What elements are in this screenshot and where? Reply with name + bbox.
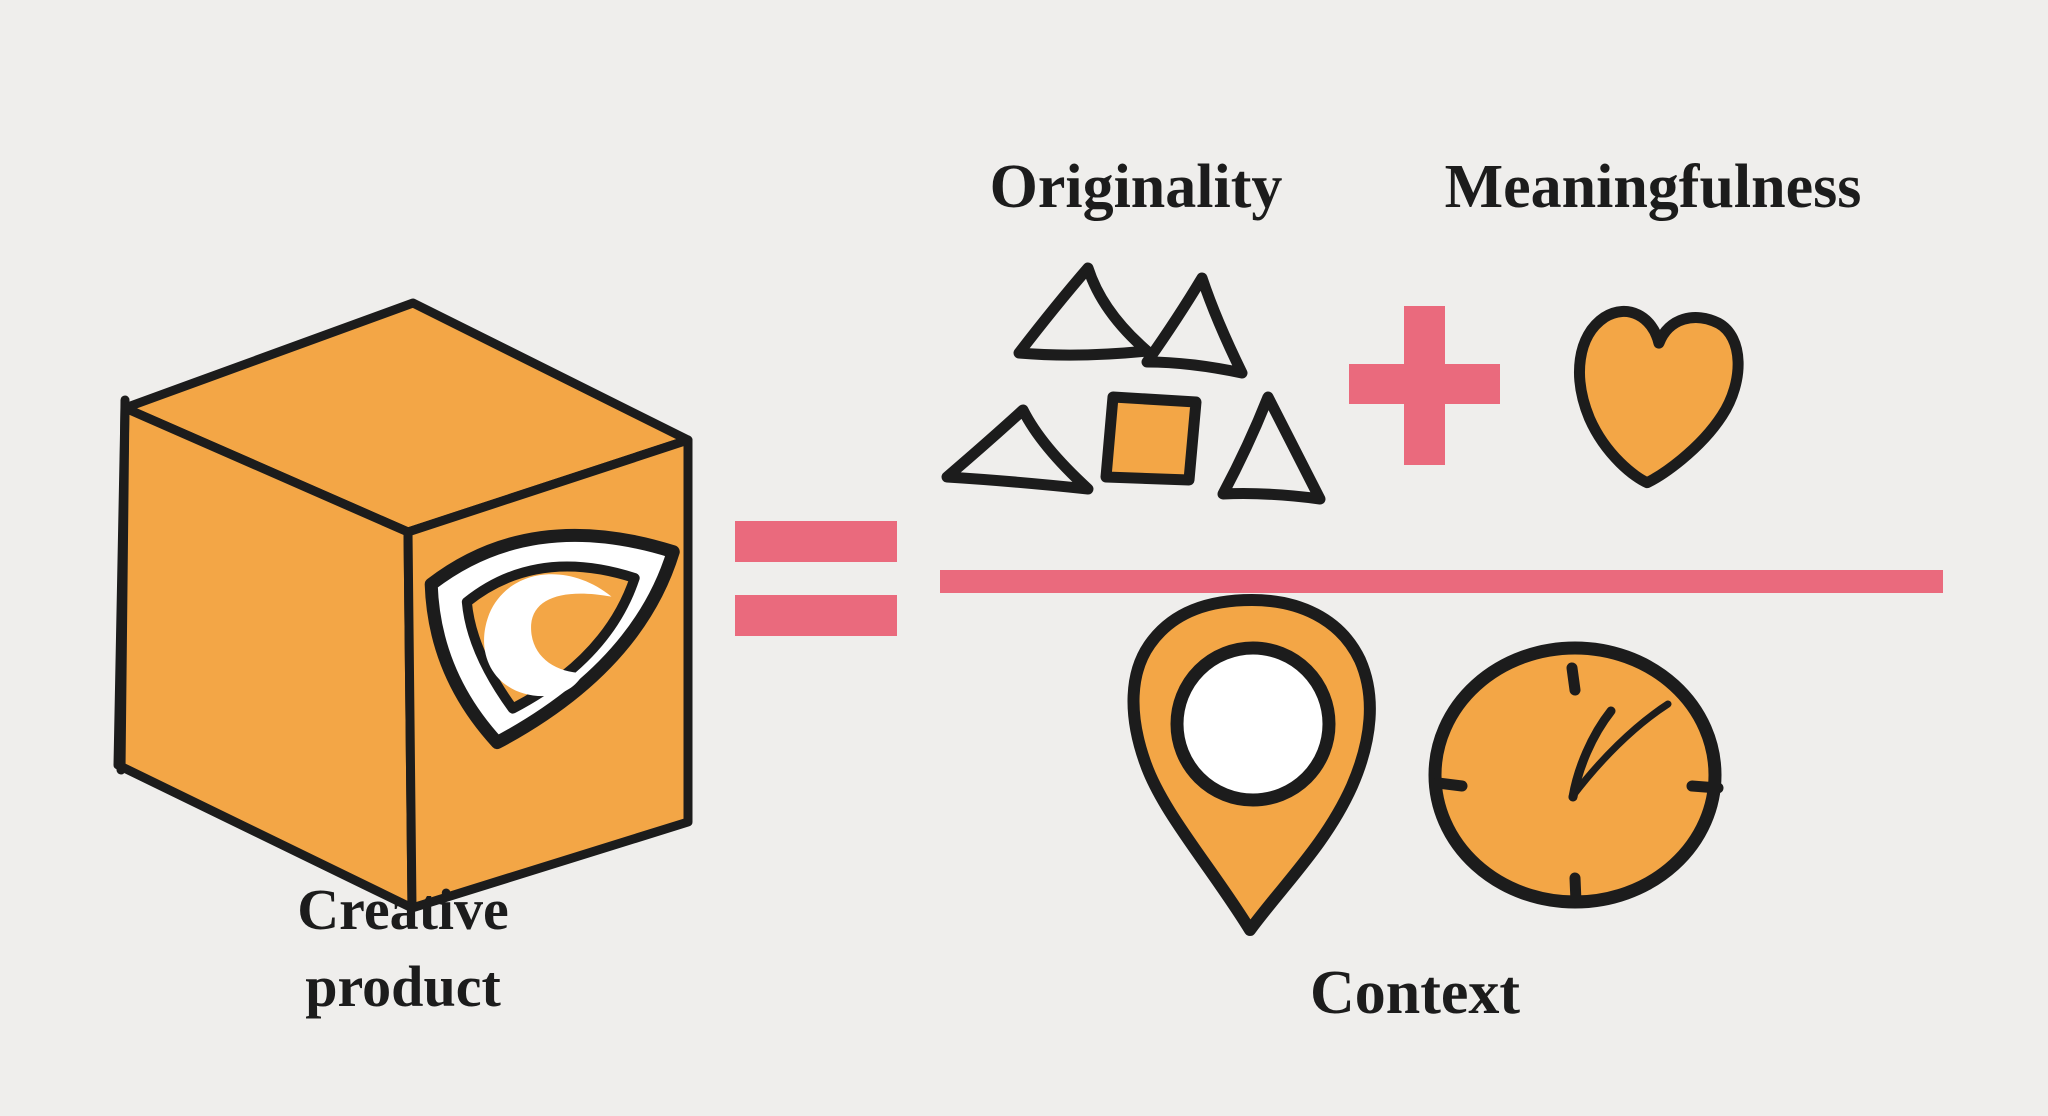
clock-icon — [1428, 641, 1724, 909]
plus-icon — [1349, 306, 1500, 465]
originality-label: Originality — [989, 153, 1283, 221]
equals-bottom-bar — [735, 595, 897, 636]
location-pin-icon — [1127, 594, 1376, 936]
context-label: Context — [1309, 959, 1521, 1027]
equals-top-bar — [735, 521, 897, 562]
triangle-shape — [1013, 262, 1153, 361]
clock-tick-9 — [1432, 777, 1468, 792]
square-shape — [1100, 391, 1202, 486]
heart-shape — [1574, 305, 1744, 489]
cube-sketch-edge — [116, 395, 130, 775]
triangle-shape — [1141, 272, 1248, 379]
cube-logo-icon — [424, 528, 680, 750]
heart-icon — [1574, 305, 1744, 489]
clock-minute-hand — [1568, 700, 1672, 801]
logo-c-glyph — [484, 574, 612, 697]
creative-product-label-line1: Creative — [297, 877, 509, 942]
clock-tick-3 — [1686, 780, 1724, 794]
meaningfulness-label: Meaningfulness — [1444, 153, 1862, 221]
triangle-shape — [941, 404, 1094, 495]
pin-hole — [1170, 641, 1336, 807]
equals-icon — [735, 521, 897, 636]
clock-tick-6 — [1569, 872, 1582, 908]
clock-tick-12 — [1566, 662, 1581, 696]
creative-product-label-line2: product — [305, 953, 501, 1019]
triangle-shape — [1217, 391, 1326, 505]
creative-product-label: Creative product — [297, 872, 509, 1025]
scattered-triangles-and-square-icon — [941, 262, 1326, 505]
fraction-bar — [940, 570, 1943, 593]
plus-horizontal-bar — [1349, 364, 1500, 404]
cube-with-logo-icon — [113, 298, 693, 913]
